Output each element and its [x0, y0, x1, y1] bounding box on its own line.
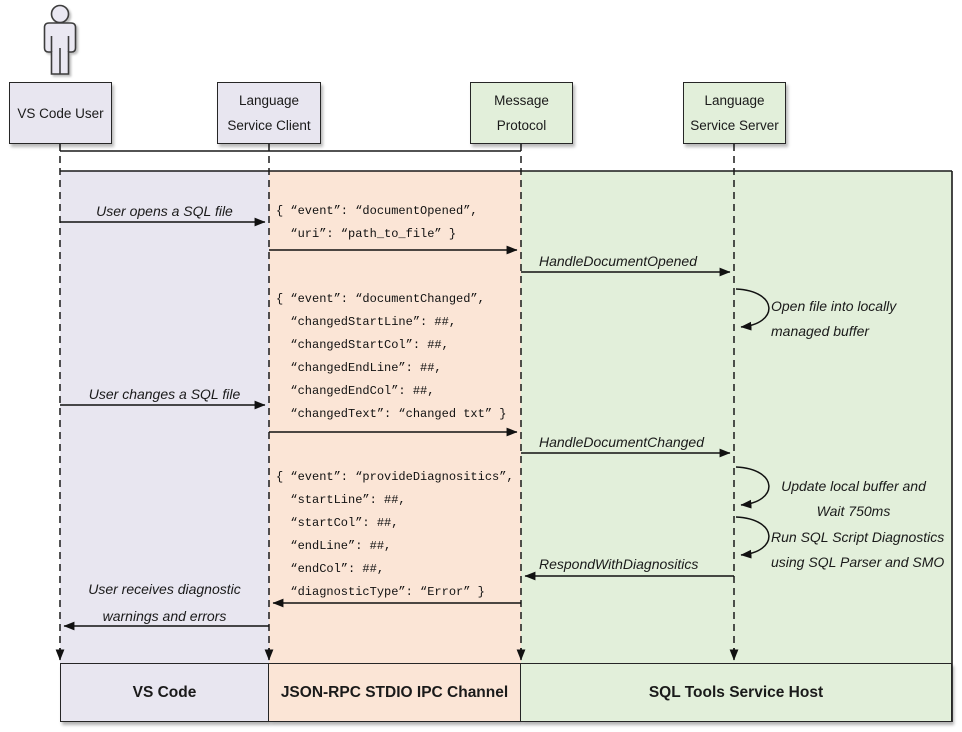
- note-open-file-line2: managed buffer: [771, 323, 870, 339]
- label-user-changes: User changes a SQL file: [88, 386, 241, 402]
- actor-box-protocol: Message Protocol: [470, 82, 573, 144]
- payload-line: “uri”: “path_to_file” }: [276, 227, 457, 241]
- lane-box-vscode-label: VS Code: [132, 683, 197, 701]
- actor-box-protocol-line1: Message: [494, 93, 549, 108]
- payload-provide-diagnostics: { “event”: “provideDiagnositics”, “start…: [276, 466, 514, 604]
- payload-document-opened: { “event”: “documentOpened”, “uri”: “pat…: [276, 200, 478, 246]
- note-open-file: Open file into locally managed buffer: [771, 294, 896, 344]
- payload-line: “diagnosticType”: “Error” }: [276, 585, 485, 599]
- payload-line: “startCol”: ##,: [276, 516, 399, 530]
- lane-box-ipc-channel: JSON-RPC STDIO IPC Channel: [269, 663, 521, 722]
- note-update-buffer: Update local buffer and Wait 750ms: [762, 474, 945, 524]
- label-user-opens: User opens a SQL file: [96, 203, 233, 219]
- payload-line: { “event”: “provideDiagnositics”,: [276, 470, 514, 484]
- label-handle-document-changed: HandleDocumentChanged: [539, 434, 704, 450]
- payload-line: “endLine”: ##,: [276, 539, 392, 553]
- payload-line: “startLine”: ##,: [276, 493, 406, 507]
- note-open-file-line1: Open file into locally: [771, 298, 897, 314]
- payload-line: “changedText”: “changed txt” }: [276, 407, 507, 421]
- band-vscode: [60, 171, 269, 663]
- label-user-receives: User receives diagnostic warnings and er…: [60, 576, 269, 630]
- actor-box-user-label: VS Code User: [17, 105, 104, 121]
- payload-line: { “event”: “documentChanged”,: [276, 292, 485, 306]
- payload-line: “changedStartCol”: ##,: [276, 338, 449, 352]
- label-handle-document-opened: HandleDocumentOpened: [539, 253, 697, 269]
- note-update-buffer-line1: Update local buffer and: [781, 478, 926, 494]
- label-respond-with-diagnostics: RespondWithDiagnositics: [539, 556, 699, 572]
- payload-line: “changedStartLine”: ##,: [276, 315, 457, 329]
- note-run-diagnostics-line1: Run SQL Script Diagnostics: [771, 529, 945, 545]
- lane-box-service-host-label: SQL Tools Service Host: [648, 683, 824, 701]
- lane-box-service-host: SQL Tools Service Host: [521, 663, 952, 722]
- payload-line: “changedEndCol”: ##,: [276, 384, 435, 398]
- note-update-buffer-line2: Wait 750ms: [816, 503, 891, 519]
- payload-line: { “event”: “documentOpened”,: [276, 204, 478, 218]
- label-user-receives-line2: warnings and errors: [102, 608, 227, 624]
- lane-box-ipc-channel-label: JSON-RPC STDIO IPC Channel: [280, 683, 509, 701]
- payload-line: “changedEndLine”: ##,: [276, 361, 442, 375]
- actor-box-client-line2: Service Client: [227, 118, 311, 133]
- band-service-host: [521, 171, 952, 663]
- note-run-diagnostics-line2: using SQL Parser and SMO: [771, 554, 945, 570]
- actor-box-server: Language Service Server: [683, 82, 786, 144]
- note-run-diagnostics: Run SQL Script Diagnostics using SQL Par…: [771, 525, 944, 575]
- actor-box-server-line1: Language: [704, 93, 765, 108]
- user-actor-icon: [43, 4, 77, 75]
- actor-box-protocol-line2: Protocol: [496, 118, 547, 133]
- payload-line: “endCol”: ##,: [276, 562, 385, 576]
- actor-box-client-line1: Language: [238, 93, 300, 108]
- lane-box-vscode: VS Code: [60, 663, 269, 722]
- label-user-receives-line1: User receives diagnostic: [88, 581, 241, 597]
- payload-document-changed: { “event”: “documentChanged”, “changedSt…: [276, 288, 506, 426]
- actor-box-client: Language Service Client: [217, 82, 321, 144]
- actor-box-user: VS Code User: [9, 82, 112, 144]
- band-ipc-channel: [269, 171, 521, 663]
- actor-box-server-line2: Service Server: [690, 118, 779, 133]
